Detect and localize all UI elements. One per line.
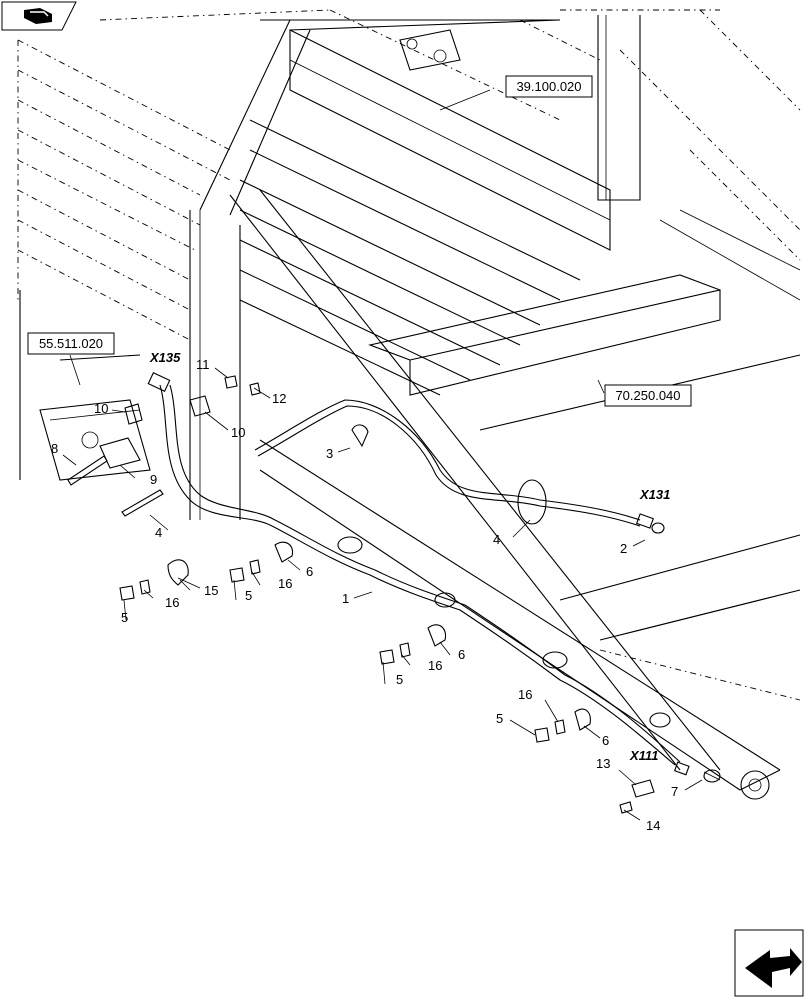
callout-10: 10 bbox=[94, 401, 108, 416]
callout-5: 5 bbox=[496, 711, 503, 726]
manual-book-icon[interactable] bbox=[1, 1, 77, 31]
svg-text:39.100.020: 39.100.020 bbox=[516, 79, 581, 94]
callout-5: 5 bbox=[245, 588, 252, 603]
machine-structure bbox=[17, 9, 801, 800]
callout-7: 7 bbox=[671, 784, 678, 799]
callout-15: 15 bbox=[204, 583, 218, 598]
callout-16: 16 bbox=[165, 595, 179, 610]
callout-5: 5 bbox=[396, 672, 403, 687]
reference-box-55[interactable]: 55.511.020 bbox=[27, 332, 115, 355]
leader-lines bbox=[62, 89, 703, 821]
callout-5: 5 bbox=[121, 610, 128, 625]
reference-box-70[interactable]: 70.250.040 bbox=[604, 384, 692, 407]
callout-6: 6 bbox=[602, 733, 609, 748]
callout-16: 16 bbox=[278, 576, 292, 591]
callout-4: 4 bbox=[493, 532, 500, 547]
connector-label-x135: X135 bbox=[149, 350, 181, 365]
callout-3: 3 bbox=[326, 446, 333, 461]
callout-14: 14 bbox=[646, 818, 660, 833]
svg-text:55.511.020: 55.511.020 bbox=[39, 336, 103, 351]
callout-16: 16 bbox=[428, 658, 442, 673]
reference-box-39[interactable]: 39.100.020 bbox=[505, 75, 593, 98]
callout-numbers: 1 2 3 4 4 5 5 5 5 6 6 6 7 8 9 10 10 11 1… bbox=[51, 357, 678, 833]
callout-12: 12 bbox=[272, 391, 286, 406]
svg-text:70.250.040: 70.250.040 bbox=[615, 388, 680, 403]
callout-10: 10 bbox=[231, 425, 245, 440]
hardware-parts bbox=[67, 375, 655, 814]
connector-label-x111: X111 bbox=[629, 748, 658, 763]
callout-4: 4 bbox=[155, 525, 162, 540]
callout-13: 13 bbox=[596, 756, 610, 771]
callout-11: 11 bbox=[196, 357, 210, 372]
connector-label-x131: X131 bbox=[639, 487, 670, 502]
callout-6: 6 bbox=[306, 564, 313, 579]
callout-8: 8 bbox=[51, 441, 58, 456]
callout-2: 2 bbox=[620, 541, 627, 556]
callout-16: 16 bbox=[518, 687, 532, 702]
callout-9: 9 bbox=[150, 472, 157, 487]
callout-6: 6 bbox=[458, 647, 465, 662]
wiring-harness bbox=[147, 372, 721, 783]
next-page-arrow-icon[interactable] bbox=[734, 929, 804, 997]
callout-1: 1 bbox=[342, 591, 349, 606]
